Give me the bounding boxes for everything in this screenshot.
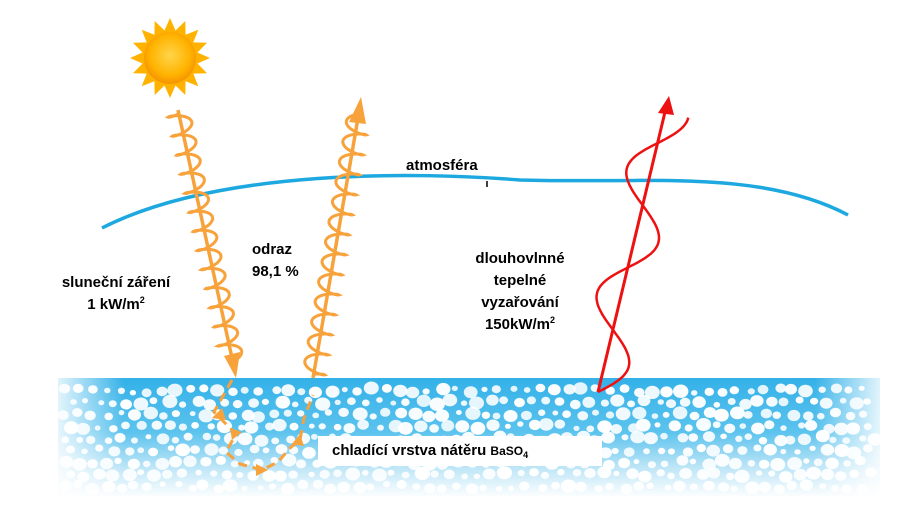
thermal-line-1: dlouhovlnné <box>475 250 565 267</box>
coating-label-text: chladící vrstva nátěru <box>332 442 487 459</box>
thermal-value: 150kW/m2 <box>484 315 556 334</box>
atmosphere-label: atmosféra <box>406 157 478 174</box>
coating-chemical: BaSO4 <box>490 444 529 460</box>
incoming-solar-arrow <box>164 109 244 378</box>
solar-radiation-value: 1 kW/m2 <box>87 295 145 314</box>
thermal-line-2: tepelné <box>493 272 547 289</box>
scattering-path <box>212 379 315 476</box>
reflection-value: 98,1 % <box>252 263 299 280</box>
coating-label: chladící vrstva nátěru BaSO4 <box>318 436 602 466</box>
reflection-label: odraz 98,1 % <box>252 239 299 283</box>
thermal-radiation-label: dlouhovlnné tepelné vyzařování 150kW/m2 <box>450 248 590 336</box>
thermal-radiation-arrow <box>595 96 690 394</box>
solar-radiation-label: sluneční záření 1 kW/m2 <box>46 272 186 316</box>
reflected-solar-arrow <box>303 97 370 379</box>
sun-icon <box>130 18 210 98</box>
solar-radiation-title: sluneční záření <box>61 274 171 291</box>
atmosphere-line <box>101 173 849 230</box>
reflection-title: odraz <box>252 241 293 258</box>
thermal-line-3: vyzařování <box>481 294 559 311</box>
